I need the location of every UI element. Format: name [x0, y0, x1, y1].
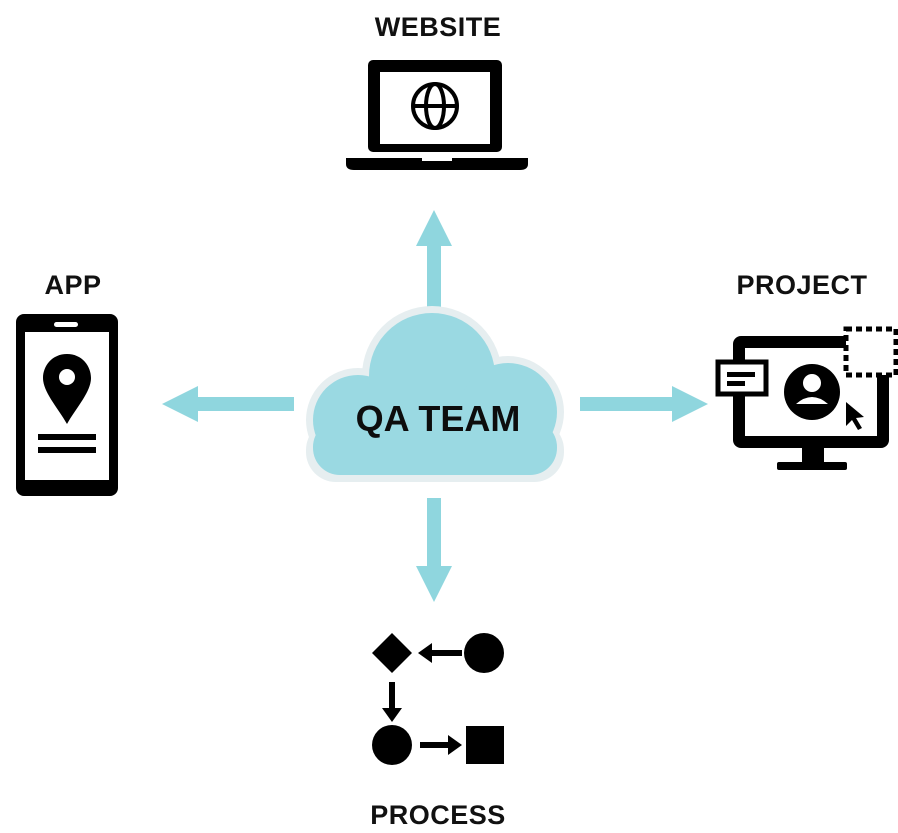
project-label: PROJECT: [736, 270, 868, 300]
laptop-globe-icon: [346, 60, 528, 170]
arrow-down: [416, 498, 452, 602]
monitor-profile-icon: [715, 326, 898, 470]
flowchart-icon: [372, 633, 504, 765]
website-label: WEBSITE: [374, 12, 502, 42]
arrow-left: [162, 386, 294, 422]
qa-team-label: QA TEAM: [355, 398, 521, 439]
process-label: PROCESS: [370, 800, 506, 830]
arrow-right: [580, 386, 708, 422]
app-label: APP: [44, 270, 102, 300]
phone-location-icon: [16, 314, 118, 496]
arrow-up: [416, 210, 452, 308]
cloud-shape: [306, 306, 564, 482]
